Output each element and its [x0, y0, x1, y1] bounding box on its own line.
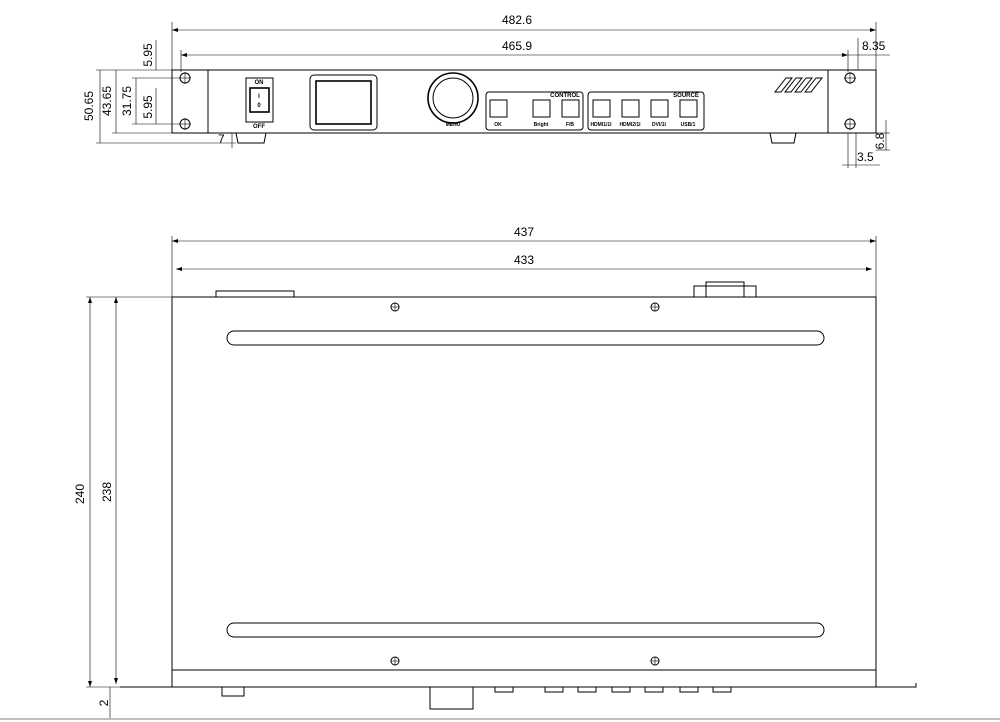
dim-hole-spacing: 31.75 [120, 86, 134, 116]
knob-label: MENU [446, 122, 461, 128]
dim-foot-height: 7 [218, 132, 225, 146]
control-button-label: Bright [534, 122, 549, 128]
vent-slot [226, 622, 825, 638]
dim-hole-offset: 5.95 [141, 95, 155, 119]
source-button-label: HDMI2/1I [619, 122, 641, 128]
dim-panel-height: 43.65 [100, 86, 114, 116]
front-view: 482.6 465.9 8.35 ON I 0 OFF [82, 13, 890, 168]
control-button-label: OK [494, 122, 502, 128]
dim-overall-depth: 240 [73, 484, 87, 504]
power-off-symbol: 0 [257, 103, 261, 109]
lcd-screen [309, 74, 378, 131]
dim-overall-width-top: 437 [514, 225, 534, 239]
power-on-symbol: I [258, 94, 260, 100]
dim-inner-width-top: 433 [514, 253, 534, 267]
dim-top-offset: 5.95 [141, 43, 155, 67]
power-on-label: ON [255, 80, 264, 86]
source-button-label: USB/1 [681, 122, 696, 128]
dim-overall-height: 50.65 [82, 91, 96, 121]
control-label: CONTROL [550, 93, 580, 99]
dim-ear-offset: 8.35 [862, 39, 886, 53]
power-off-label: OFF [253, 124, 265, 130]
dim-inner-depth: 238 [100, 482, 114, 502]
source-label: SOURCE [673, 93, 699, 99]
dim-foot-width: 3.5 [857, 150, 874, 164]
control-button-label: F/B [566, 122, 574, 128]
dim-inner-width-front: 465.9 [502, 39, 532, 53]
source-button-label: HDMI1/1I [590, 122, 612, 128]
dim-foot-depth: 6.8 [873, 132, 887, 149]
source-button-label: DVI/1I [652, 122, 667, 128]
logo-stripes [773, 77, 824, 93]
top-view: 437 433 [73, 225, 917, 718]
dim-bottom-offset: 2 [97, 699, 111, 706]
menu-knob: MENU [427, 72, 479, 128]
dim-overall-width-front: 482.6 [502, 13, 532, 27]
power-switch: ON I 0 OFF [245, 77, 274, 130]
vent-slot [226, 330, 825, 346]
